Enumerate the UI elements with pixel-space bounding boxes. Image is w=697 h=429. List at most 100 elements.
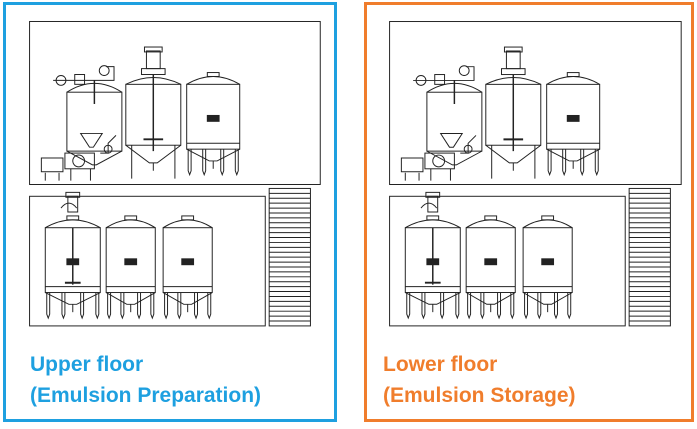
- funnel: [439, 132, 464, 148]
- caption-subtitle: (Emulsion Storage): [383, 384, 576, 407]
- tank-dome: [105, 219, 156, 229]
- tank-manhole: [426, 215, 440, 221]
- motor-icon: [67, 195, 79, 213]
- pump-icon: [424, 152, 455, 170]
- tank-leg: [131, 145, 176, 179]
- tank-leg: [554, 292, 558, 320]
- valve-icon: [463, 144, 473, 154]
- valve-icon: [55, 75, 67, 86]
- tank-leg: [406, 292, 411, 320]
- tank-leg: [61, 292, 66, 320]
- tank-nameplate: [124, 258, 138, 266]
- building-lower: [389, 195, 626, 327]
- caption-title: Upper floor: [30, 353, 144, 376]
- flange: [74, 74, 86, 85]
- conical-mixing-tank: [485, 46, 542, 179]
- tank-dome: [522, 219, 573, 229]
- pump-legs: [404, 168, 451, 181]
- mixing-vessel: [40, 65, 123, 181]
- tank-leg: [524, 292, 529, 320]
- tank-leg: [562, 149, 567, 177]
- tank-nameplate: [566, 114, 580, 122]
- tank-leg: [510, 292, 515, 320]
- tank-leg: [567, 292, 572, 320]
- lower-floor-panel: Lower floor (Emulsion Storage): [364, 2, 694, 422]
- tank-leg: [187, 149, 192, 177]
- tank-leg: [150, 292, 155, 320]
- mixer-tank: [44, 191, 101, 320]
- pump-legs: [44, 168, 91, 181]
- staircase-icon: [268, 187, 311, 327]
- tank-body: [162, 227, 213, 294]
- tank-dome: [405, 219, 461, 229]
- storage-tank: [186, 72, 241, 177]
- storage-tank: [522, 215, 573, 320]
- tank-leg: [46, 292, 51, 320]
- tank-manhole: [181, 215, 195, 221]
- caption-subtitle: (Emulsion Preparation): [30, 384, 262, 407]
- storage-tank: [162, 215, 213, 320]
- motor-cap: [65, 191, 81, 198]
- tank-cone: [465, 292, 516, 305]
- pipe: [460, 135, 477, 154]
- tank-cone: [105, 292, 156, 305]
- tank-cone: [45, 292, 101, 305]
- motor-cap: [143, 46, 163, 53]
- tank-leg: [491, 145, 536, 179]
- pump-icon: [64, 152, 95, 170]
- tank-leg: [95, 292, 100, 320]
- valve-icon: [458, 65, 470, 77]
- tank-dome: [45, 219, 101, 229]
- tank-leg: [220, 149, 225, 177]
- pump-impeller: [432, 154, 446, 168]
- tank-body: [105, 227, 156, 294]
- tank-leg: [594, 149, 599, 177]
- tank-cone: [162, 292, 213, 305]
- tank-leg: [234, 149, 239, 177]
- tank-leg: [547, 149, 552, 177]
- tank-body: [465, 227, 516, 293]
- tank-leg: [207, 292, 212, 320]
- tank-body: [522, 227, 573, 293]
- tank-leg: [177, 292, 182, 320]
- tank-leg: [137, 292, 142, 320]
- tank-cone: [186, 148, 240, 162]
- pipe: [53, 66, 115, 81]
- tank-dome: [465, 219, 516, 229]
- tank-leg: [497, 292, 502, 320]
- hatch-arc: [60, 202, 78, 209]
- tank-leg: [120, 292, 125, 320]
- tank-leg: [440, 292, 445, 320]
- motor-mount: [141, 68, 166, 76]
- tank-cone: [522, 292, 573, 305]
- caption-title: Lower floor: [383, 353, 498, 376]
- motor-cap: [503, 46, 523, 53]
- panel-caption: Lower floor (Emulsion Storage): [383, 349, 576, 411]
- tank-leg: [467, 292, 472, 320]
- mixing-vessel: [400, 65, 483, 181]
- tank-dome: [186, 75, 240, 85]
- tank-manhole: [124, 215, 138, 221]
- storage-tank: [105, 215, 156, 320]
- flange: [434, 74, 446, 85]
- tank-leg: [194, 292, 198, 320]
- control-panel-icon: [400, 157, 424, 173]
- tank-leg: [537, 292, 542, 320]
- tank-cone: [546, 148, 600, 162]
- tank-leg: [164, 292, 169, 320]
- valve-icon: [98, 65, 110, 76]
- control-panel-icon: [40, 157, 64, 173]
- hatch-arc: [420, 202, 438, 209]
- staircase-icon: [628, 187, 671, 327]
- storage-tank: [546, 72, 601, 177]
- pipe: [413, 66, 475, 81]
- pump-impeller: [72, 154, 86, 168]
- valve-icon: [415, 75, 427, 86]
- tank-cone: [405, 292, 461, 305]
- upper-floor-panel: Upper floor (Emulsion Preparation): [3, 2, 337, 422]
- funnel: [79, 132, 104, 148]
- tank-leg: [80, 292, 85, 320]
- conical-mixing-tank: [125, 46, 182, 179]
- tank-nameplate: [206, 114, 220, 122]
- tank-nameplate: [484, 258, 498, 266]
